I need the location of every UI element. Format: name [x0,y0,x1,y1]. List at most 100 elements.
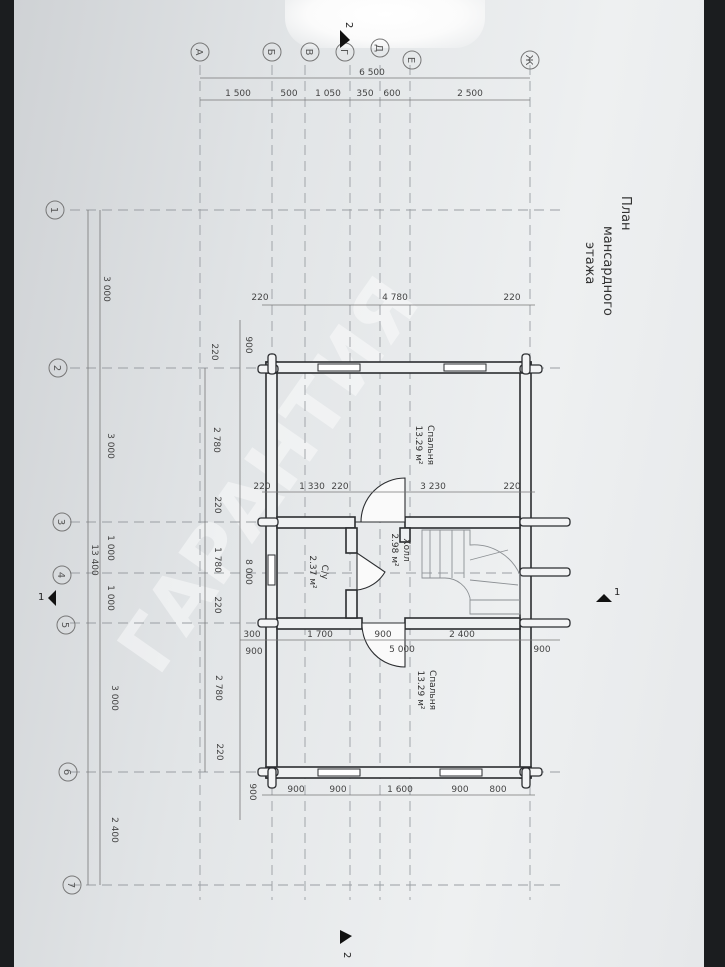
monitor-screen [14,0,704,967]
dim-small-v-3: 900 [247,783,257,800]
dim-left-seg-4: 1 000 [105,585,115,611]
axis-bubble-b [262,42,282,62]
window-top-right [443,363,487,372]
dim-top-seg-1: 1 500 [225,89,251,99]
axis-bubble-5 [56,615,76,635]
wall-partition-lower-right [404,617,521,630]
dim-left-seg-6: 2 400 [109,817,119,843]
section-mark-2-bottom [340,930,352,944]
axis-bubble-a [190,42,210,62]
axis-bubble-3 [52,512,72,532]
axis-label-v: В [303,49,314,56]
window-bottom-right [439,768,483,777]
dim-top-seg-5: 600 [383,89,400,99]
dim-left-seg-5: 3 000 [109,685,119,711]
doors [355,477,406,668]
room-labels: Спальня 13.29 м² Холл 2.98 м² С/у 2.37 м… [307,425,437,710]
wall-partition-upper-left [276,516,356,529]
stair-step-5 [469,549,509,561]
dim-inner-v-4: 1 780 [212,547,222,573]
axis-bubble-4 [52,565,72,585]
axis-label-d: Д [373,44,384,52]
dim-mid-lower-3: 900 [374,630,391,640]
plan-title-line-3: этажа [582,242,597,284]
dim-plan-top-3: 220 [503,293,520,303]
axis-label-5: 5 [59,622,70,628]
plan-title: План мансардного этажа [582,196,633,316]
log-end-tl-v [267,353,277,375]
dim-mid-lower-1: 300 [243,630,260,640]
axis-label-b: Б [265,49,276,56]
dim-inner-v-5: 220 [212,596,222,613]
dimension-chain-mid-lower: 300 1 700 900 2 400 900 5 000 900 [240,630,560,657]
dim-inner-v-7: 220 [214,743,224,760]
wall-wc-right-lower [345,589,358,619]
staircase [421,529,521,615]
dim-mid-upper-5: 220 [503,482,520,492]
dim-left-seg-2: 3 000 [105,433,115,459]
dim-left-seg-3: 1 000 [105,535,115,561]
dimension-chain-bottom: 900 900 1 600 900 800 [262,785,535,796]
dim-mid-lower-4: 2 400 [449,630,475,640]
room-wc-area: 2.37 м² [307,555,317,589]
axis-bubble-d [370,38,390,58]
wall-partition-upper-right [404,516,521,529]
log-end-br-v [521,767,531,789]
window-wc [267,554,276,586]
dimension-chain-small-vertical: 900 8 000 900 [239,320,257,820]
log-end-bl-v [267,767,277,789]
dimension-chain-top: 6 500 1 500 500 1 050 350 600 2 500 [200,68,530,101]
dimension-chain-mid-upper: 220 1 330 220 3 230 220 [253,482,535,493]
door-bedroom1 [355,477,406,523]
dim-inner-v-6: 2 780 [213,675,223,701]
room-bedroom2-name: Спальня [427,670,437,710]
plan-title-line-1: План [618,196,633,231]
dim-left-total: 13 400 [89,544,99,576]
axis-bubble-6 [58,762,78,782]
axis-bubble-e [402,50,422,70]
log-end-5-right [519,618,571,628]
window-bottom-left [317,768,361,777]
axis-bubble-1 [45,200,65,220]
axis-label-e: Е [405,57,416,63]
room-bedroom1-area: 13.29 м² [413,425,423,464]
dim-plan-top-2: 4 780 [382,293,408,303]
wall-wc-right [345,527,358,554]
dim-top-seg-4: 350 [356,89,373,99]
section-mark-2-bottom-label: 2 [341,952,352,958]
room-hall-name: Холл [401,538,411,561]
log-end-tr-v [521,353,531,375]
dim-small-v-1: 900 [243,336,253,353]
axis-bubble-2 [48,358,68,378]
axis-bubble-zh [520,50,540,70]
wall-outer-bottom [265,766,532,779]
axis-bubbles-letters: А Б В Г Д Е Ж [190,38,540,70]
axis-label-g: Г [338,49,349,55]
dim-small-v-2: 8 000 [243,559,253,585]
section-mark-2-top-label: 2 [343,22,354,28]
axis-label-3: 3 [55,519,66,525]
axis-label-a: А [193,49,204,56]
log-end-4-right [519,567,571,577]
dim-mid-upper-2: 1 330 [299,482,325,492]
room-bedroom2-area: 13.29 м² [415,670,425,709]
room-wc-name: С/у [319,565,329,580]
door-bedroom2 [361,622,406,668]
dimension-chain-inner-vertical: 220 2 780 220 1 780 220 2 780 220 [204,343,224,772]
axis-label-6: 6 [61,769,72,775]
dim-inner-v-3: 220 [212,496,222,513]
dim-bottom-4: 900 [451,785,468,795]
axis-label-2: 2 [51,365,62,371]
dim-mid-lower-extra-2: 5 000 [389,645,415,655]
wall-hall-right [399,527,411,543]
section-mark-1-left [48,590,56,606]
section-mark-2-top [340,30,350,48]
log-end-3-right [519,517,571,527]
axis-label-zh: Ж [523,55,534,66]
dimension-chain-left: 3 000 3 000 1 000 13 400 1 000 3 000 2 4… [87,210,119,885]
log-crossings [257,353,571,789]
dim-mid-lower-2: 1 700 [307,630,333,640]
section-marks: 1 1 2 2 [38,22,620,958]
dim-mid-upper-4: 3 230 [420,482,446,492]
